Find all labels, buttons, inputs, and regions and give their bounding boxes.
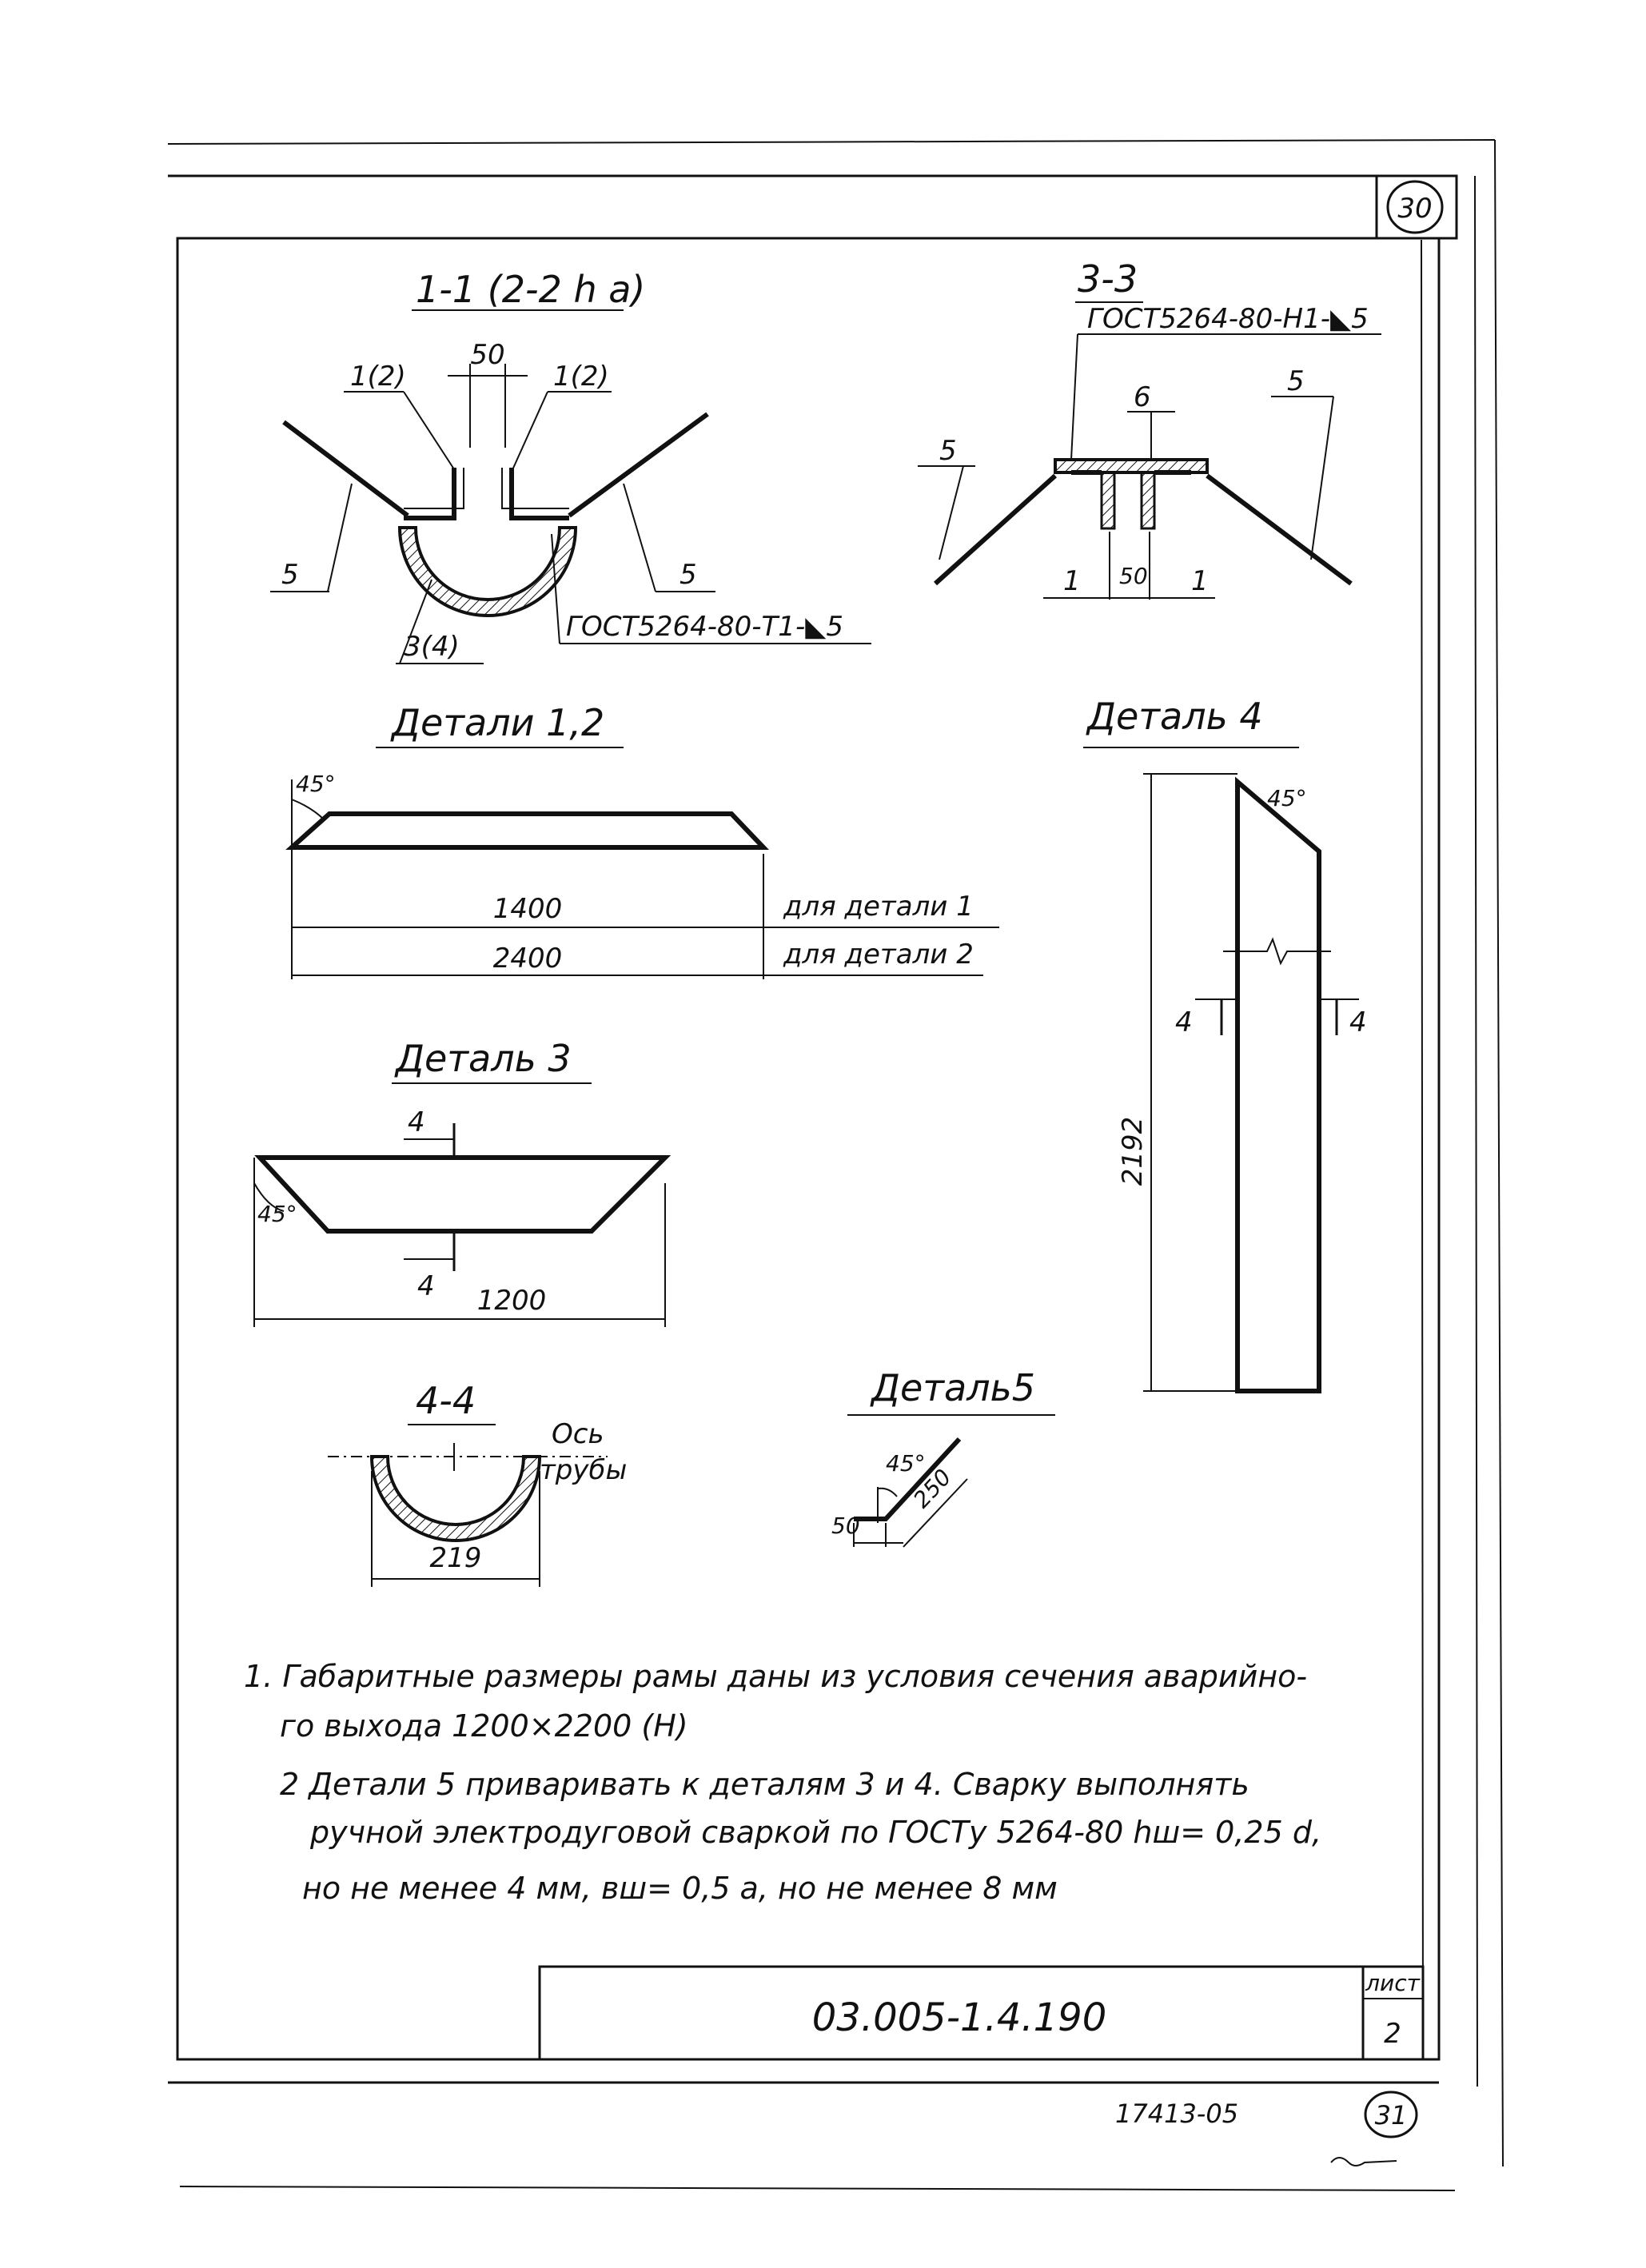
corner-number-top: 30 xyxy=(1397,193,1432,225)
section-4-4-axis-label-2: трубы xyxy=(540,1454,627,1486)
detail-4-cut-mark-right: 4 xyxy=(1349,1006,1367,1038)
detail-5-angle: 45° xyxy=(886,1450,926,1477)
section-3-3: 3-3 ГОСТ5264-80-Н1-◣5 6 5 5 1 50 1 xyxy=(918,257,1381,600)
section-1-1-dim-gap: 50 xyxy=(470,339,504,371)
note-2-line-2: ручной электродуговой сваркой по ГОСТу 5… xyxy=(309,1815,1321,1850)
section-1-1-label-left-top: 1(2) xyxy=(350,361,406,393)
detail-3-cut-mark-bottom: 4 xyxy=(417,1270,435,1302)
detail-5: Деталь5 45° 250 50 xyxy=(831,1366,1055,1548)
section-1-1: 1-1 (2-2 h a) 50 1(2) 1(2) 5 5 3(4) xyxy=(270,268,871,664)
section-1-1-label-left-bottom: 5 xyxy=(281,559,299,591)
detail-1-2-angle: 45° xyxy=(296,771,336,797)
detail-3: Деталь 3 1200 45° 4 4 xyxy=(253,1037,672,1327)
title-block: 03.005-1.4.190 лист 2 xyxy=(538,1965,1425,2061)
detail-4-title: Деталь 4 xyxy=(1086,695,1263,738)
section-3-3-title: 3-3 xyxy=(1078,257,1138,301)
section-1-1-label-pipe: 3(4) xyxy=(404,631,460,663)
note-1-line-2: го выхода 1200×2200 (Н) xyxy=(280,1708,688,1744)
archive-number: 17413-05 xyxy=(1115,2099,1238,2129)
detail-1-2-note-1: для детали 1 xyxy=(783,891,974,923)
sheet-number-top-badge: 30 xyxy=(1375,174,1458,240)
detail-1-2-title: Детали 1,2 xyxy=(390,701,604,744)
detail-3-cut-mark-top: 4 xyxy=(408,1106,425,1138)
section-3-3-dim-gap: 50 xyxy=(1119,563,1148,589)
detail-1-2-dim-1: 1400 xyxy=(493,893,563,925)
section-4-4-axis-label-1: Ось xyxy=(552,1418,604,1450)
detail-4-angle: 45° xyxy=(1267,785,1307,811)
detail-3-title: Деталь 3 xyxy=(394,1037,572,1080)
detail-5-title: Деталь5 xyxy=(870,1366,1035,1409)
sheet-number: 2 xyxy=(1384,2018,1401,2050)
section-3-3-label-right-sheet: 5 xyxy=(1287,365,1305,397)
corner-number-bottom: 31 xyxy=(1375,2100,1408,2130)
detail-3-dim-length: 1200 xyxy=(477,1285,547,1317)
document-code: 03.005-1.4.190 xyxy=(812,1995,1106,2040)
detail-1-2-note-2: для детали 2 xyxy=(783,939,974,971)
note-1-line-1: 1. Габаритные размеры рамы даны из услов… xyxy=(244,1659,1307,1694)
detail-3-angle: 45° xyxy=(257,1201,297,1227)
section-1-1-label-right-top: 1(2) xyxy=(553,361,609,393)
note-2-line-3: но не менее 4 мм, вш= 0,5 a, но не менее… xyxy=(302,1871,1058,1906)
detail-4-dim-length: 2192 xyxy=(1117,1117,1149,1186)
sheet-label: лист xyxy=(1365,1970,1420,1996)
section-3-3-weld-note: ГОСТ5264-80-Н1-◣5 xyxy=(1087,303,1369,335)
detail-1-2: Детали 1,2 45° 1400 2400 для детали 1 дл… xyxy=(285,701,999,979)
detail-5-dim-leg: 50 xyxy=(831,1513,860,1539)
section-1-1-label-right-bottom: 5 xyxy=(680,559,697,591)
section-3-3-label-left-sheet: 5 xyxy=(939,435,957,467)
detail-1-2-dim-2: 2400 xyxy=(493,943,563,975)
section-4-4-dim-diameter: 219 xyxy=(430,1542,482,1574)
detail-4-cut-mark-left: 4 xyxy=(1175,1006,1193,1038)
note-2-line-1: 2 Детали 5 приваривать к деталям 3 и 4. … xyxy=(280,1767,1249,1802)
section-4-4-title: 4-4 xyxy=(416,1379,476,1422)
section-1-1-title: 1-1 (2-2 h a) xyxy=(416,268,645,311)
detail-4: Деталь 4 2192 45° 4 4 xyxy=(1083,695,1367,1393)
section-3-3-label-left-angle: 1 xyxy=(1063,565,1081,597)
section-3-3-label-right-angle: 1 xyxy=(1191,565,1209,597)
section-1-1-weld-note: ГОСТ5264-80-Т1-◣5 xyxy=(566,611,843,643)
archive-stamp: 17413-05 31 xyxy=(1115,2091,1418,2166)
section-4-4: 4-4 Ось трубы 219 xyxy=(328,1379,627,1587)
section-3-3-label-plate: 6 xyxy=(1134,381,1151,413)
general-notes: 1. Габаритные размеры рамы даны из услов… xyxy=(244,1659,1321,1906)
